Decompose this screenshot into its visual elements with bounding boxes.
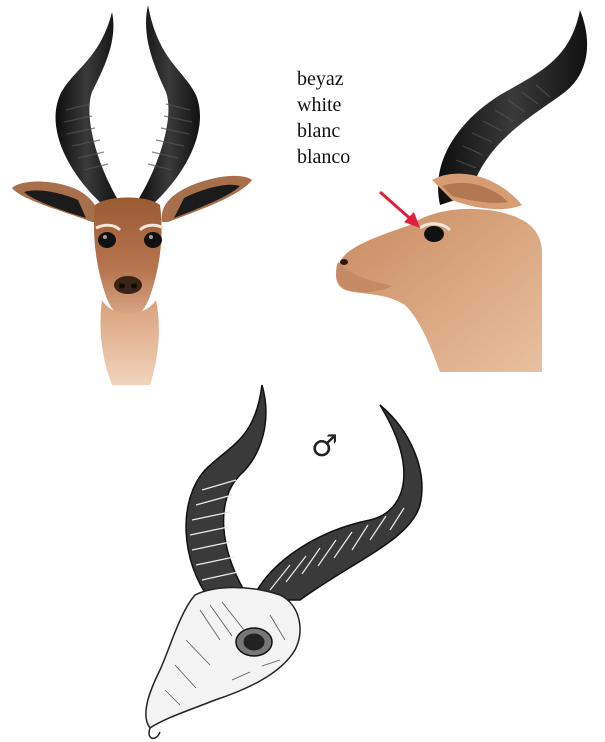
gazelle-head-side: [336, 10, 587, 372]
skull-cranium: [146, 588, 300, 729]
label-turkish: beyaz: [297, 66, 350, 92]
label-spanish: blanco: [297, 144, 350, 170]
male-symbol: ♂: [311, 432, 338, 462]
skull-left-horn: [186, 385, 266, 600]
gazelle-skull-drawing: [146, 385, 422, 738]
white-marking-arrow: [380, 192, 420, 228]
left-horn: [56, 12, 118, 205]
gazelle-head-front: [12, 5, 252, 385]
label-french: blanc: [297, 118, 350, 144]
front-face: [94, 198, 162, 319]
label-english: white: [297, 92, 350, 118]
color-label-list: beyaz white blanc blanco: [297, 66, 350, 170]
